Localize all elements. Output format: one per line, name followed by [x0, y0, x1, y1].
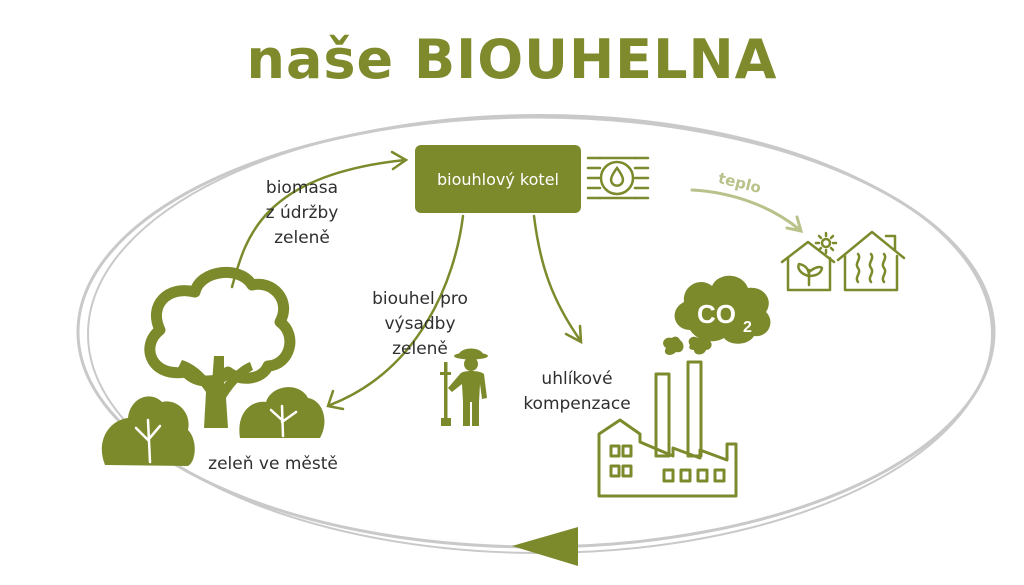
boiler-label: biouhlový kotel — [437, 169, 559, 189]
trees-icon — [101, 266, 325, 466]
biomass-label: biomasa z údržby zeleně — [244, 176, 360, 251]
biochar-line-2: výsadby — [384, 314, 456, 334]
biomass-line-2: z údržby — [265, 203, 339, 223]
co2-subscript: 2 — [743, 319, 752, 336]
carbon-line-2: kompenzace — [523, 394, 631, 414]
houses-icon — [780, 230, 906, 292]
boiler-box: biouhlový kotel — [415, 145, 581, 213]
co2-label: CO — [697, 299, 736, 329]
arrow-boiler-to-compensation — [532, 214, 583, 345]
radiator-icon — [586, 156, 650, 200]
co2-cloud-icon: CO 2 — [674, 275, 771, 344]
page-title: naše BIOUHELNA — [0, 28, 1024, 91]
city-green-label: zeleň ve městě — [208, 454, 338, 474]
biochar-line-3: zeleně — [392, 339, 448, 359]
title-main: BIOUHELNA — [413, 28, 778, 91]
factory-icon — [597, 360, 738, 498]
biomass-line-3: zeleně — [274, 228, 330, 248]
carbon-compensation-label: uhlíkové kompenzace — [512, 367, 642, 417]
arrow-boiler-to-greenery — [326, 214, 465, 411]
title-prefix: naše — [246, 28, 414, 91]
cycle-arrow-icon — [512, 527, 578, 566]
biomass-line-1: biomasa — [265, 178, 339, 198]
arrow-biomass-to-boiler — [230, 150, 409, 289]
carbon-line-1: uhlíkové — [541, 369, 613, 389]
biochar-line-1: biouhel pro — [372, 289, 468, 309]
biochar-label: biouhel pro výsadby zeleně — [356, 287, 484, 362]
gardener-icon — [440, 348, 488, 426]
arrow-heat-to-houses — [690, 188, 804, 233]
